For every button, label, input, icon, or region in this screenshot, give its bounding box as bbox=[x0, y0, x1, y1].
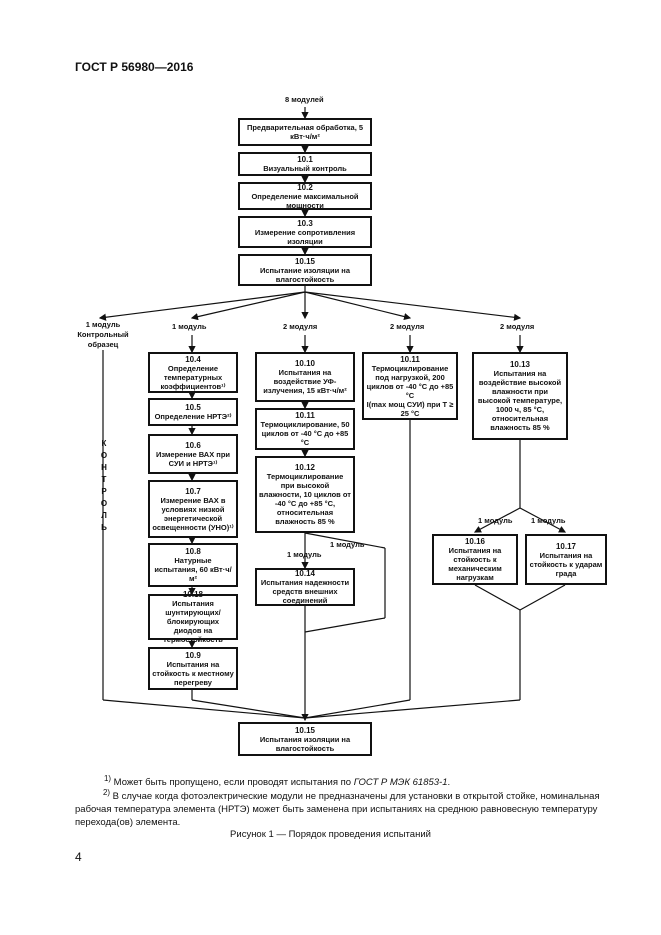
branch-label-control: 1 модуль Контрольный образец bbox=[77, 320, 129, 349]
box-text: Испытания на воздействие высокой влажнос… bbox=[477, 369, 563, 432]
flow-box-10-14: 10.14 Испытания надежности средств внешн… bbox=[255, 568, 355, 606]
box-number: 10.5 bbox=[185, 403, 201, 412]
flow-box-10-8: 10.8 Натурные испытания, 60 кВт·ч/м² bbox=[148, 543, 238, 587]
box-text: Определение максимальной мощности bbox=[251, 191, 359, 210]
box-text: Измерение сопротивления изоляции bbox=[254, 227, 356, 246]
footnote-reference: ГОСТ Р МЭК 61853-1 bbox=[353, 777, 448, 789]
branch-label-col1: 1 модуль bbox=[172, 322, 207, 331]
box-text: Натурные испытания, 60 кВт·ч/м² bbox=[154, 556, 232, 583]
box-text: Испытания на стойкость к ударам града bbox=[529, 550, 603, 578]
page-number: 4 bbox=[75, 850, 82, 864]
flow-box-10-10: 10.10 Испытания на воздействие УФ-излуче… bbox=[255, 352, 355, 402]
box-number: 10.11 bbox=[400, 354, 420, 364]
footnote-mark: 2) bbox=[103, 788, 111, 797]
flow-box-10-11-load: 10.11 Термоциклирование под нагрузкой, 2… bbox=[362, 352, 458, 420]
box-number: 10.15 bbox=[294, 256, 316, 266]
box-number: 10.4 bbox=[185, 354, 201, 364]
box-number: 10.6 bbox=[185, 440, 201, 450]
figure-caption: Рисунок 1 — Порядок проведения испытаний bbox=[230, 829, 431, 840]
box-number: 10.3 bbox=[297, 218, 313, 228]
box-text: Определение НРТЭ²⁾ bbox=[154, 412, 232, 421]
footnote-2: 2) В случае когда фотоэлектрические моду… bbox=[75, 786, 603, 829]
box-number: 10.15 bbox=[294, 725, 316, 735]
document-header: ГОСТ Р 56980—2016 bbox=[75, 60, 194, 74]
box-number: 10.14 bbox=[294, 569, 316, 578]
control-vertical-label: КОНТРОЛЬ bbox=[100, 439, 108, 532]
box-number: 10.9 bbox=[185, 650, 201, 660]
box-number: 10.11 bbox=[295, 411, 315, 420]
box-number: 10.18 bbox=[182, 590, 204, 599]
box-text: Термоциклирование, 50 циклов от -40 °С д… bbox=[260, 420, 350, 447]
flow-box-10-16: 10.16 Испытания на стойкость к механичес… bbox=[432, 534, 518, 585]
box-text: Термоциклирование под нагрузкой, 200 цик… bbox=[366, 363, 454, 400]
box-text: Испытания надежности средств внешних сое… bbox=[260, 578, 350, 605]
footnote-text: В случае когда фотоэлектрические модули … bbox=[75, 791, 600, 829]
branch-label-col2-right: 1 модуль bbox=[330, 540, 365, 549]
flow-box-10-11-thermocycling: 10.11 Термоциклирование, 50 циклов от -4… bbox=[255, 408, 355, 450]
box-number: 10.7 bbox=[185, 486, 201, 496]
flow-box-10-18: 10.18 Испытания шунтирующих/блокирующих … bbox=[148, 590, 238, 644]
flow-box-10-12: 10.12 Термоциклирование при высокой влаж… bbox=[255, 456, 355, 533]
flow-box-preconditioning: Предварительная обработка, 5 кВт·ч/м² bbox=[238, 118, 372, 146]
flow-box-10-1: 10.1 Визуальный контроль bbox=[238, 152, 372, 176]
box-text: Предварительная обработка, 5 кВт·ч/м² bbox=[246, 123, 364, 141]
box-text: Испытание изоляции на влагостойкость bbox=[259, 265, 351, 284]
branch-label-col3: 2 модуля bbox=[390, 322, 425, 331]
flow-box-10-4: 10.4 Определение температурных коэффицие… bbox=[148, 352, 238, 393]
box-text: Определение температурных коэффициентов¹… bbox=[160, 363, 226, 391]
box-text: Измерение ВАХ в условиях низкой энергети… bbox=[152, 495, 234, 532]
flow-box-10-13: 10.13 Испытания на воздействие высокой в… bbox=[472, 352, 568, 440]
box-text: Измерение ВАХ при СУИ и НРТЭ¹⁾ bbox=[155, 449, 231, 468]
footnote-1: 1) Может быть пропущено, если проводят и… bbox=[104, 772, 604, 789]
flow-box-10-15: 10.15 Испытание изоляции на влагостойкос… bbox=[238, 254, 372, 286]
footnote-text: Может быть пропущено, если проводят испы… bbox=[113, 777, 354, 789]
flow-box-10-6: 10.6 Измерение ВАХ при СУИ и НРТЭ¹⁾ bbox=[148, 434, 238, 474]
box-text: Визуальный контроль bbox=[263, 164, 347, 173]
box-extra-text: I(max мощ СУИ) при T ≥ 25 °С bbox=[366, 399, 454, 418]
box-text: Термоциклирование при высокой влажности,… bbox=[259, 472, 351, 526]
flow-box-final-10-15: 10.15 Испытания изоляции на влагостойкос… bbox=[238, 722, 372, 756]
flow-box-10-17: 10.17 Испытания на стойкость к ударам гр… bbox=[525, 534, 607, 585]
flow-box-10-9: 10.9 Испытания на стойкость к местному п… bbox=[148, 647, 238, 690]
box-text: Испытания шунтирующих/блокирующих диодов… bbox=[163, 599, 223, 644]
branch-label-col2-left: 1 модуль bbox=[287, 550, 322, 559]
branch-label-col4-right: 1 модуль bbox=[531, 516, 566, 525]
box-text: Испытания изоляции на влагостойкость bbox=[259, 734, 351, 753]
box-text: Испытания на воздействие УФ-излучения, 1… bbox=[263, 368, 347, 395]
footnote-end: . bbox=[447, 777, 451, 789]
flow-box-10-5: 10.5 Определение НРТЭ²⁾ bbox=[148, 398, 238, 426]
box-text: Испытания на стойкость к механическим на… bbox=[448, 546, 502, 582]
box-number: 10.10 bbox=[294, 359, 316, 368]
footnote-mark: 1) bbox=[104, 774, 112, 783]
box-number: 10.8 bbox=[185, 547, 201, 556]
branch-label-col2: 2 модуля bbox=[283, 322, 318, 331]
box-number: 10.13 bbox=[509, 360, 531, 369]
box-text: Испытания на стойкость к местному перегр… bbox=[152, 659, 234, 687]
top-modules-label: 8 модулей bbox=[285, 95, 324, 104]
flow-box-10-3: 10.3 Измерение сопротивления изоляции bbox=[238, 216, 372, 248]
branch-label-col4-left: 1 модуль bbox=[478, 516, 513, 525]
box-number: 10.2 bbox=[297, 182, 313, 192]
box-number: 10.1 bbox=[297, 155, 313, 164]
box-number: 10.17 bbox=[555, 541, 577, 551]
box-number: 10.16 bbox=[464, 537, 486, 546]
branch-label-col4: 2 модуля bbox=[500, 322, 535, 331]
box-number: 10.12 bbox=[294, 463, 316, 472]
flow-box-10-2: 10.2 Определение максимальной мощности bbox=[238, 182, 372, 210]
flow-box-10-7: 10.7 Измерение ВАХ в условиях низкой эне… bbox=[148, 480, 238, 538]
